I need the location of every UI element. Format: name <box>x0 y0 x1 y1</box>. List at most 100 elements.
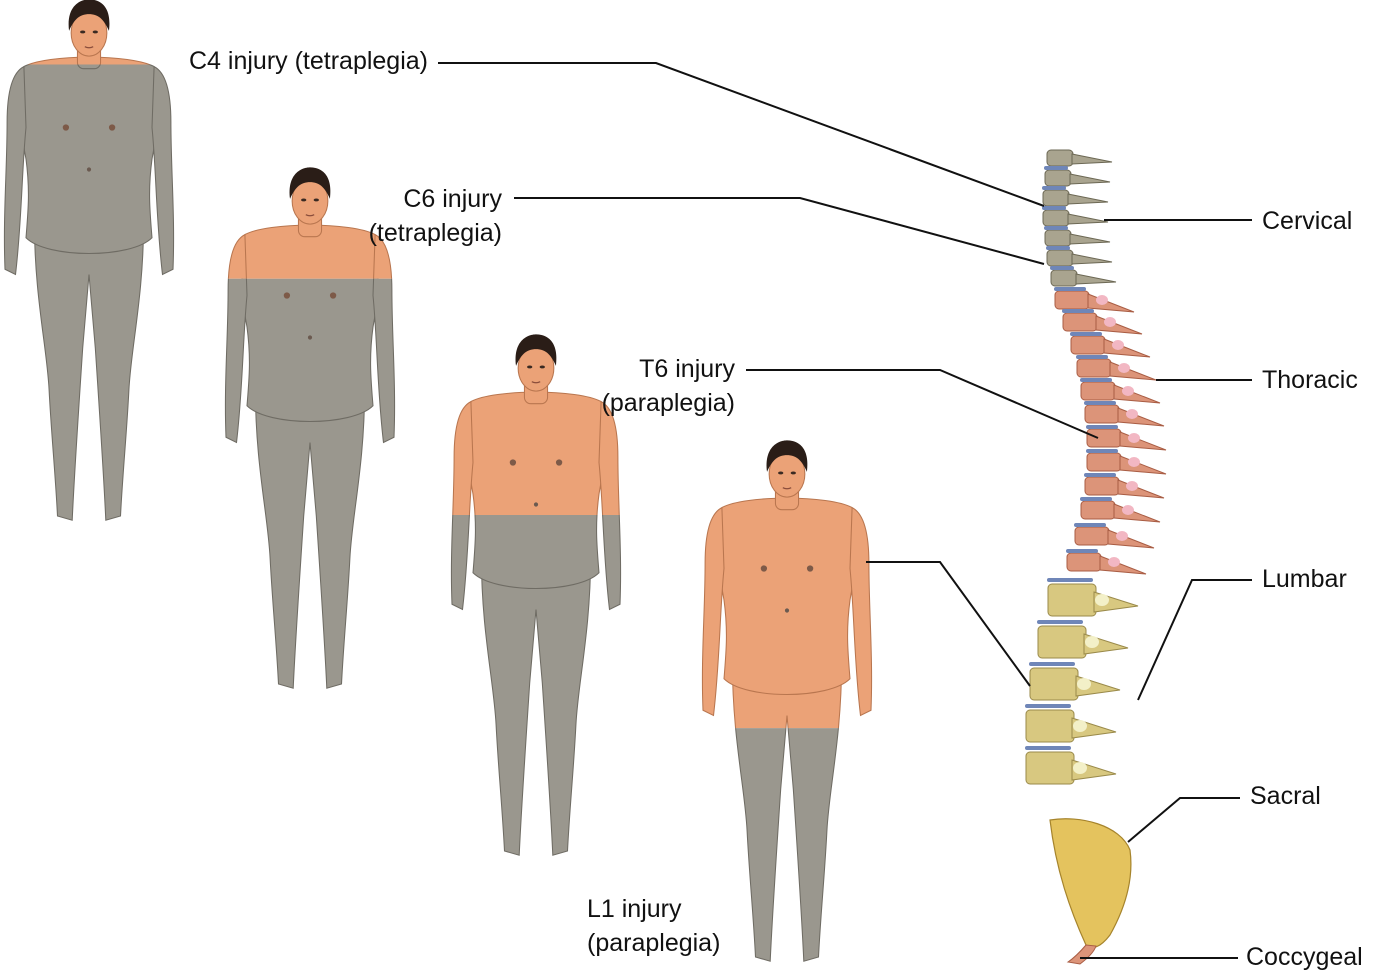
human-figure-c4 <box>3 0 175 521</box>
nipple-right <box>329 292 337 299</box>
intervertebral-disc <box>1025 746 1071 750</box>
l1-leader <box>866 561 1031 687</box>
facet <box>1128 457 1140 467</box>
intervertebral-disc <box>1076 355 1108 359</box>
c4-leader <box>438 62 1045 207</box>
intervertebral-disc <box>1084 401 1116 405</box>
spinous-process <box>1067 213 1109 225</box>
vertebra <box>1086 428 1122 448</box>
human-figure-c6 <box>224 167 396 689</box>
vertebra <box>1076 358 1112 378</box>
intervertebral-disc <box>1084 473 1116 477</box>
vertebra <box>1080 381 1116 401</box>
t6-label-line1: T6 injury <box>639 355 735 383</box>
navel <box>533 502 539 507</box>
vertebra <box>1070 335 1106 355</box>
navel <box>86 167 92 172</box>
vertebra <box>1080 500 1116 520</box>
vertebra <box>1062 312 1098 332</box>
eye-right <box>539 365 545 369</box>
spinous-process <box>1099 555 1147 575</box>
vertebra <box>1054 290 1090 310</box>
intervertebral-disc <box>1044 166 1068 170</box>
spinous-process <box>1071 153 1113 165</box>
facet <box>1095 594 1109 606</box>
spinous-process <box>1075 273 1117 285</box>
sensate-region-l1 <box>701 477 873 729</box>
spinous-process <box>1117 479 1165 499</box>
l1-label-line1: L1 injury <box>587 895 682 923</box>
eye-left <box>301 198 307 202</box>
t6-injury-label: T6 injury (paraplegia) <box>540 352 735 420</box>
human-figure-l1 <box>701 440 873 962</box>
spinous-process <box>1095 315 1143 335</box>
lumbar-leader <box>1137 579 1252 701</box>
facet <box>1085 636 1099 648</box>
vertebra <box>1047 583 1097 617</box>
lumbar-label: Lumbar <box>1262 565 1347 593</box>
navel <box>784 608 790 613</box>
c4-label-line1: C4 injury (tetraplegia) <box>189 47 428 75</box>
nipple-right <box>806 565 814 572</box>
intervertebral-disc <box>1050 266 1074 270</box>
spinous-process <box>1113 503 1161 523</box>
facet <box>1096 295 1108 305</box>
vertebra <box>1050 269 1078 287</box>
nipple-left <box>509 459 517 466</box>
spinous-process <box>1113 384 1161 404</box>
coccyx <box>1066 944 1097 965</box>
eye-right <box>790 471 796 475</box>
intervertebral-disc <box>1054 287 1086 291</box>
l1-injury-label: L1 injury (paraplegia) <box>587 892 720 960</box>
eye-right <box>313 198 319 202</box>
coccygeal-label: Coccygeal <box>1246 943 1363 971</box>
t6-label-line2: (paraplegia) <box>601 389 735 417</box>
facet <box>1128 433 1140 443</box>
vertebra <box>1042 189 1070 207</box>
intervertebral-disc <box>1070 332 1102 336</box>
facet <box>1118 363 1130 373</box>
vertebra <box>1025 751 1075 785</box>
spinous-process <box>1069 233 1111 245</box>
vertebra <box>1074 526 1110 546</box>
spinous-process <box>1087 293 1135 313</box>
sacrum <box>1049 818 1132 949</box>
vertebra <box>1084 404 1120 424</box>
vertebra <box>1044 229 1072 247</box>
intervertebral-disc <box>1047 578 1093 582</box>
c6-leader <box>514 197 1045 265</box>
hair <box>515 334 557 366</box>
navel <box>307 335 313 340</box>
facet <box>1112 340 1124 350</box>
intervertebral-disc <box>1044 226 1068 230</box>
intervertebral-disc <box>1046 246 1070 250</box>
facet <box>1126 481 1138 491</box>
intervertebral-disc <box>1037 620 1083 624</box>
nipple-left <box>760 565 768 572</box>
spinous-process <box>1071 253 1113 265</box>
intervertebral-disc <box>1086 425 1118 429</box>
l1-label-line2: (paraplegia) <box>587 929 721 957</box>
intervertebral-disc <box>1080 497 1112 501</box>
mouth <box>782 487 792 490</box>
spinous-process <box>1119 431 1167 451</box>
c6-label-line1: C6 injury <box>403 185 502 213</box>
vertebra <box>1046 249 1074 267</box>
vertebra <box>1025 709 1075 743</box>
paralyzed-region-c4 <box>3 64 175 521</box>
nipple-right <box>108 124 116 131</box>
intervertebral-disc <box>1074 523 1106 527</box>
mouth <box>531 381 541 384</box>
intervertebral-disc <box>1025 704 1071 708</box>
eye-left <box>778 471 784 475</box>
vertebra <box>1084 476 1120 496</box>
nipple-right <box>555 459 563 466</box>
spinous-process <box>1067 193 1109 205</box>
intervertebral-disc <box>1042 206 1066 210</box>
facet <box>1108 557 1120 567</box>
intervertebral-disc <box>1066 549 1098 553</box>
nipple-left <box>283 292 291 299</box>
nipple-left <box>62 124 70 131</box>
vertebra <box>1066 552 1102 572</box>
